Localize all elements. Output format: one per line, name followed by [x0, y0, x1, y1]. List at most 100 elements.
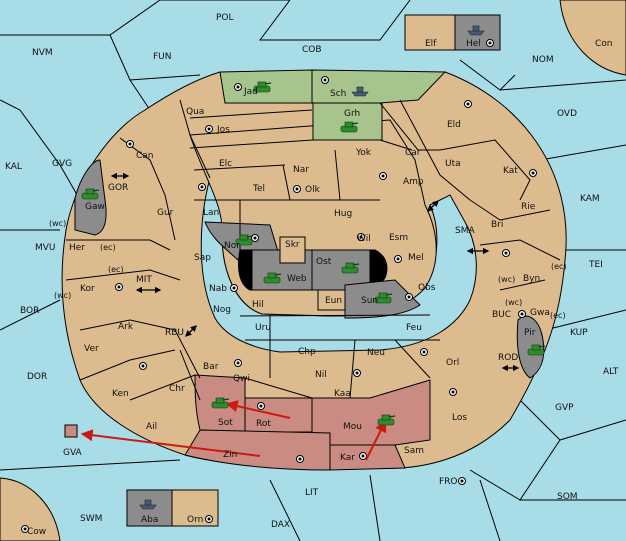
fleet-unit-aba[interactable] [139, 499, 157, 510]
sea-label: BUC [492, 310, 511, 320]
army-unit-pir[interactable] [527, 344, 546, 356]
sea-label: ALT [603, 367, 619, 377]
land-label: Ken [112, 389, 129, 399]
supply-center-marker [464, 100, 472, 108]
fleet-unit-sch[interactable] [351, 86, 369, 97]
sea-label: SOM [557, 492, 578, 502]
land-label: Elc [219, 159, 232, 169]
sea-label: KAM [580, 194, 600, 204]
supply-center-marker [293, 185, 301, 193]
land-label: Nog [213, 305, 231, 315]
supply-center-marker [21, 525, 29, 533]
supply-center-marker [353, 369, 361, 377]
supply-center-marker [205, 515, 213, 523]
land-label: Sot [218, 418, 233, 428]
coast-label: (wc) [49, 219, 66, 228]
sea-label: KAL [5, 162, 22, 172]
coast-label: (ec) [108, 265, 124, 274]
land-label: Skr [285, 240, 300, 250]
coast-label: (wc) [498, 275, 515, 284]
supply-center-marker [357, 233, 365, 241]
supply-center-marker [234, 359, 242, 367]
sea-label: TEI [588, 260, 603, 270]
sea-label: COB [302, 45, 322, 55]
supply-center-marker [198, 183, 206, 191]
supply-center-marker [230, 284, 238, 292]
order-arrow-rot-sot [225, 400, 291, 419]
land-label: Mou [343, 422, 362, 432]
army-unit-grh[interactable] [340, 121, 359, 133]
supply-center-marker [405, 293, 413, 301]
fleet-unit-hel[interactable] [467, 25, 485, 36]
land-label: Chp [298, 347, 316, 357]
province-eun[interactable] [317, 289, 346, 311]
land-label: Los [452, 413, 467, 423]
land-label: Qwi [233, 374, 250, 384]
army-unit-sun[interactable] [374, 292, 393, 304]
land-label: Sun [361, 296, 378, 306]
land-label: Sch [330, 89, 346, 99]
supply-center-marker [234, 83, 242, 91]
land-label: Elf [425, 39, 437, 49]
land-label: Nab [209, 284, 227, 294]
army-unit-nor[interactable] [235, 234, 254, 246]
order-arrow-zin-gva [80, 429, 261, 457]
land-label: Kar [340, 453, 355, 463]
army-unit-gaw[interactable] [81, 188, 100, 200]
land-label: Aba [141, 515, 158, 525]
land-label: Pir [524, 328, 536, 338]
army-unit-web[interactable] [263, 272, 282, 284]
province-pir[interactable] [516, 315, 545, 379]
supply-center-marker [518, 310, 526, 318]
sea-label: GOR [108, 183, 128, 193]
land-label: Nil [315, 370, 327, 380]
land-label: Byn [523, 274, 540, 284]
supply-center-marker [458, 477, 466, 485]
land-label: Can [136, 151, 154, 161]
sea-label: MIT [136, 275, 152, 285]
land-label: Nar [293, 165, 309, 175]
supply-center-marker [502, 249, 510, 257]
sea-label: ROD [498, 353, 518, 363]
sea-label: BOR [20, 306, 39, 316]
land-label: Hug [334, 209, 352, 219]
land-label: Olk [305, 185, 321, 195]
sea-labels: POL NVM FUN COB NOM Con OVD KAL GVG GOR … [5, 13, 619, 537]
sea-label: POL [216, 13, 234, 23]
sea-label: Con [595, 39, 613, 49]
coast-label: (wc) [54, 291, 71, 300]
land-label: Jos [216, 125, 230, 135]
supply-center-marker [529, 169, 537, 177]
land-label: Esm [389, 233, 408, 243]
land-label: Ail [146, 422, 157, 432]
army-unit-mou[interactable] [377, 414, 396, 426]
sea-label: SWM [80, 514, 102, 524]
province-grh[interactable] [312, 102, 383, 141]
land-label: Feu [406, 323, 422, 333]
land-label: Ver [84, 344, 99, 354]
land-label: Ost [316, 257, 332, 267]
sea-label: LIT [305, 488, 319, 498]
army-unit-jad[interactable] [253, 81, 272, 93]
army-unit-sot[interactable] [211, 397, 230, 409]
land-label: Bri [491, 220, 503, 230]
land-label: Lan [203, 208, 219, 218]
army-unit-ost[interactable] [341, 262, 360, 274]
province-skr[interactable] [279, 236, 306, 264]
province-sch[interactable] [311, 69, 447, 104]
order-arrow-kar-mou [365, 419, 387, 461]
supply-center-marker [359, 452, 367, 460]
supply-center-marker [257, 402, 265, 410]
units-layer [81, 25, 546, 510]
sea-label: FRO [439, 477, 458, 487]
land-labels: Jad Sch Grh Qua Jos Eld Can Yok Car Uta … [69, 39, 550, 525]
land-label: Nor [224, 241, 240, 251]
land-label: Bar [203, 362, 219, 372]
order-arrows [80, 400, 387, 461]
supply-center-marker [205, 125, 213, 133]
land-label: Kaa [334, 389, 351, 399]
land-label: Tel [252, 184, 265, 194]
land-label: Eld [447, 120, 461, 130]
